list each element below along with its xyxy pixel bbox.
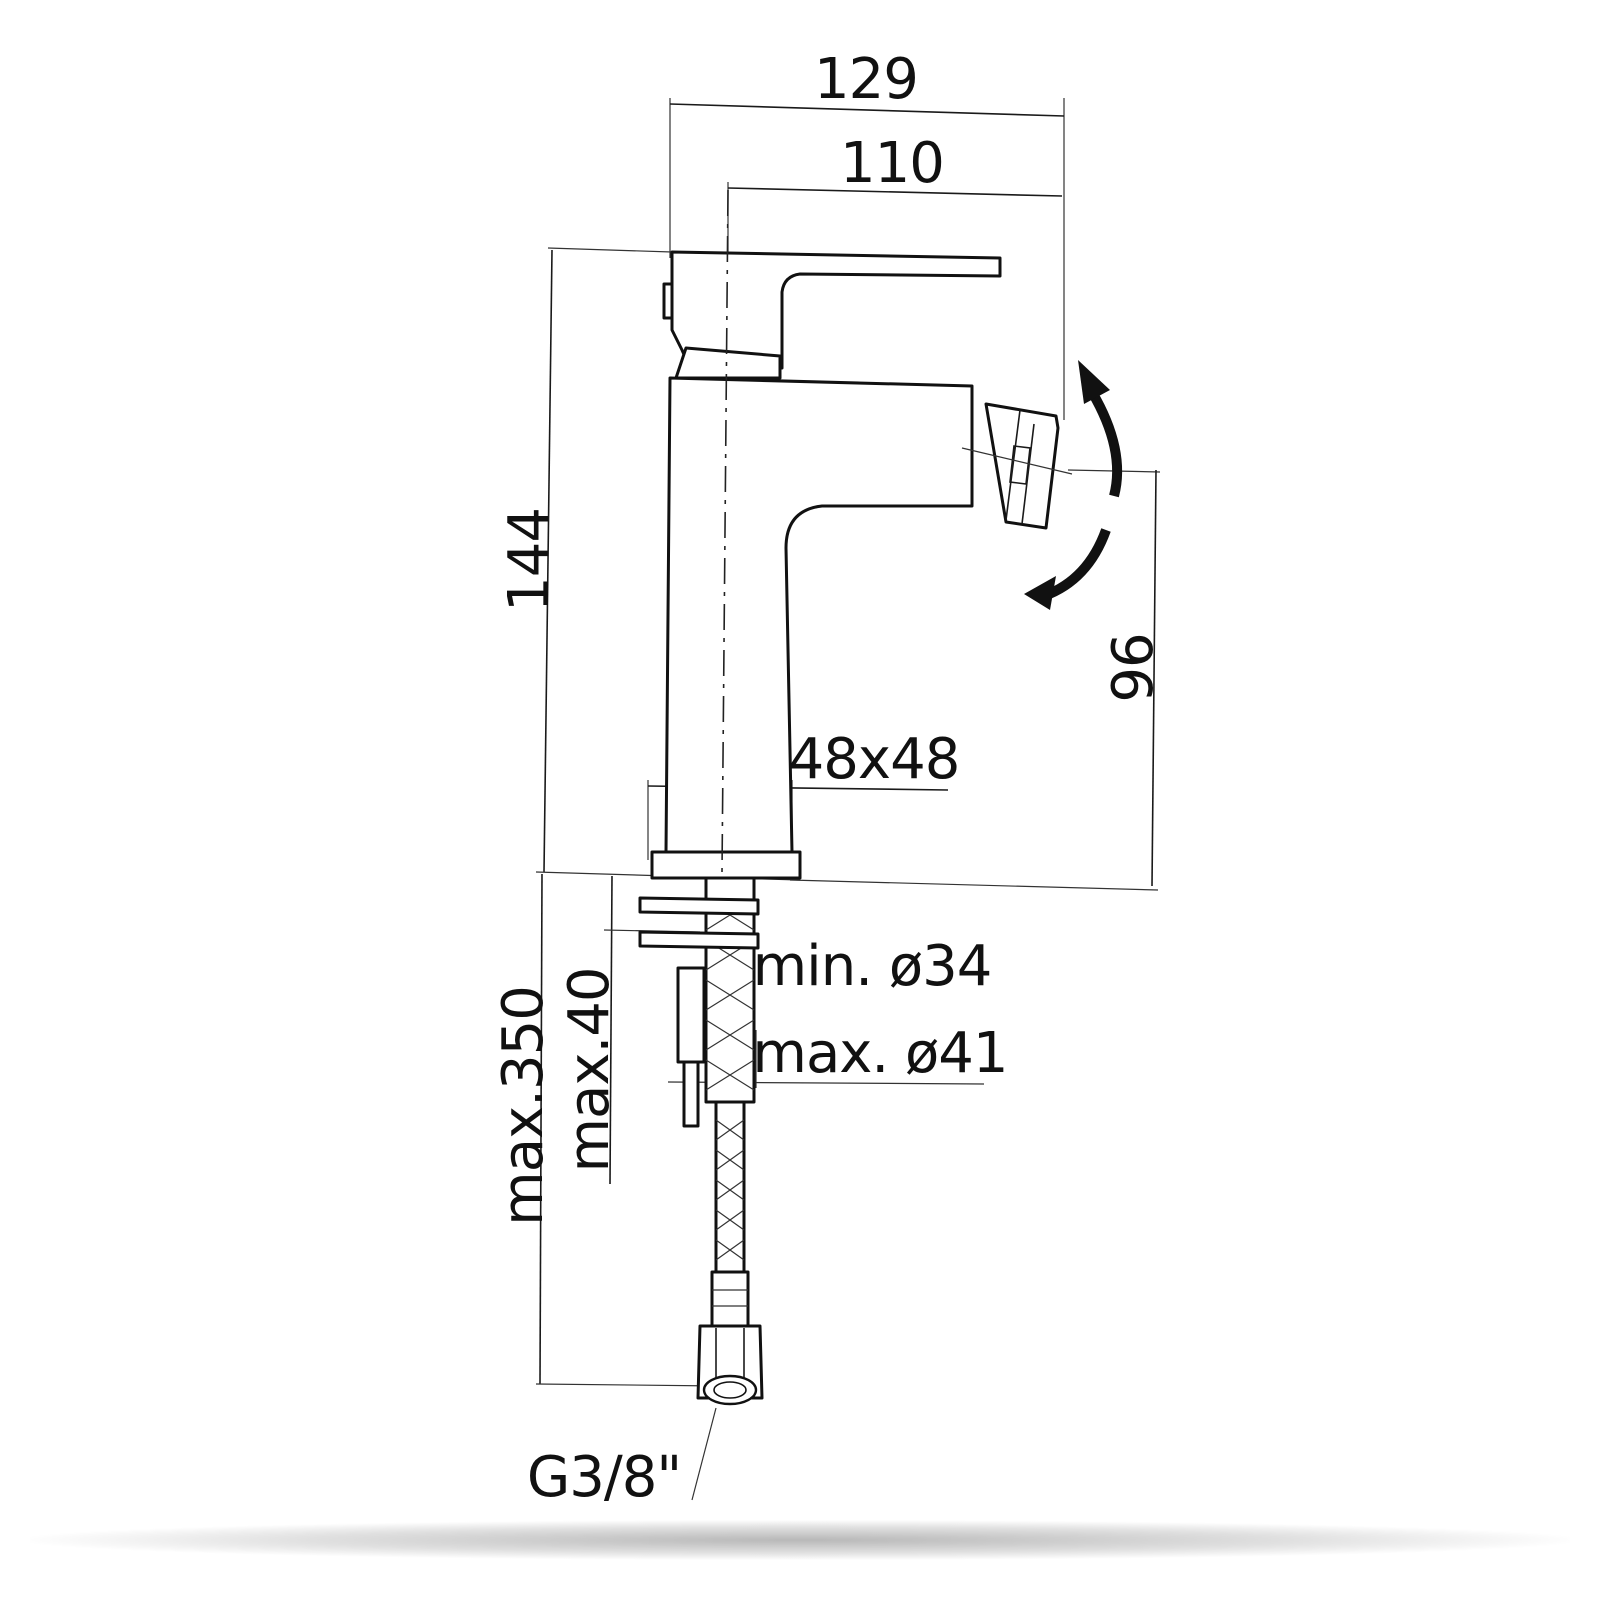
hose-ferrule bbox=[710, 1270, 750, 1328]
label-spout-reach: 110 bbox=[840, 131, 944, 196]
base-ring bbox=[650, 850, 802, 880]
cartridge-neck bbox=[674, 346, 782, 380]
floor-shadow bbox=[30, 1520, 1570, 1560]
label-max-hose: max.350 bbox=[491, 986, 556, 1226]
label-overall-height: 144 bbox=[497, 508, 562, 612]
faucet-body bbox=[650, 189, 1073, 1101]
washer-bottom bbox=[638, 930, 760, 950]
mounting-hardware bbox=[638, 876, 764, 1406]
dim-overall-width: 129 bbox=[669, 47, 1065, 420]
label-outlet-height: 96 bbox=[1101, 633, 1166, 702]
label-thread: G3/8" bbox=[527, 1445, 681, 1510]
label-base-size: 48x48 bbox=[789, 727, 960, 792]
dim-base-size: 48x48 bbox=[647, 727, 960, 860]
fixing-rod bbox=[676, 966, 706, 1064]
washer-top bbox=[638, 896, 760, 916]
dim-thread: G3/8" bbox=[527, 1407, 717, 1510]
label-overall-width: 129 bbox=[814, 47, 918, 112]
label-min-hole: min. ø34 bbox=[753, 934, 992, 999]
dim-hole-diameter: min. ø34 max. ø41 bbox=[667, 934, 1009, 1088]
handle-cap bbox=[662, 282, 674, 320]
dim-overall-height: 144 bbox=[497, 247, 801, 881]
swivel-arrow-icon bbox=[1024, 360, 1123, 610]
flex-hose bbox=[714, 1100, 746, 1274]
dim-max-deck: max.40 bbox=[557, 875, 701, 1185]
dim-outlet-height: 96 bbox=[789, 469, 1166, 891]
dim-max-hose: max.350 bbox=[491, 873, 721, 1387]
fixing-rod-end bbox=[682, 1060, 700, 1128]
dim-spout-reach: 110 bbox=[727, 131, 1063, 260]
label-max-hole: max. ø41 bbox=[752, 1021, 1007, 1086]
spout-body bbox=[664, 376, 974, 854]
swivel-outlet bbox=[984, 402, 1060, 530]
label-max-deck: max.40 bbox=[557, 967, 622, 1172]
